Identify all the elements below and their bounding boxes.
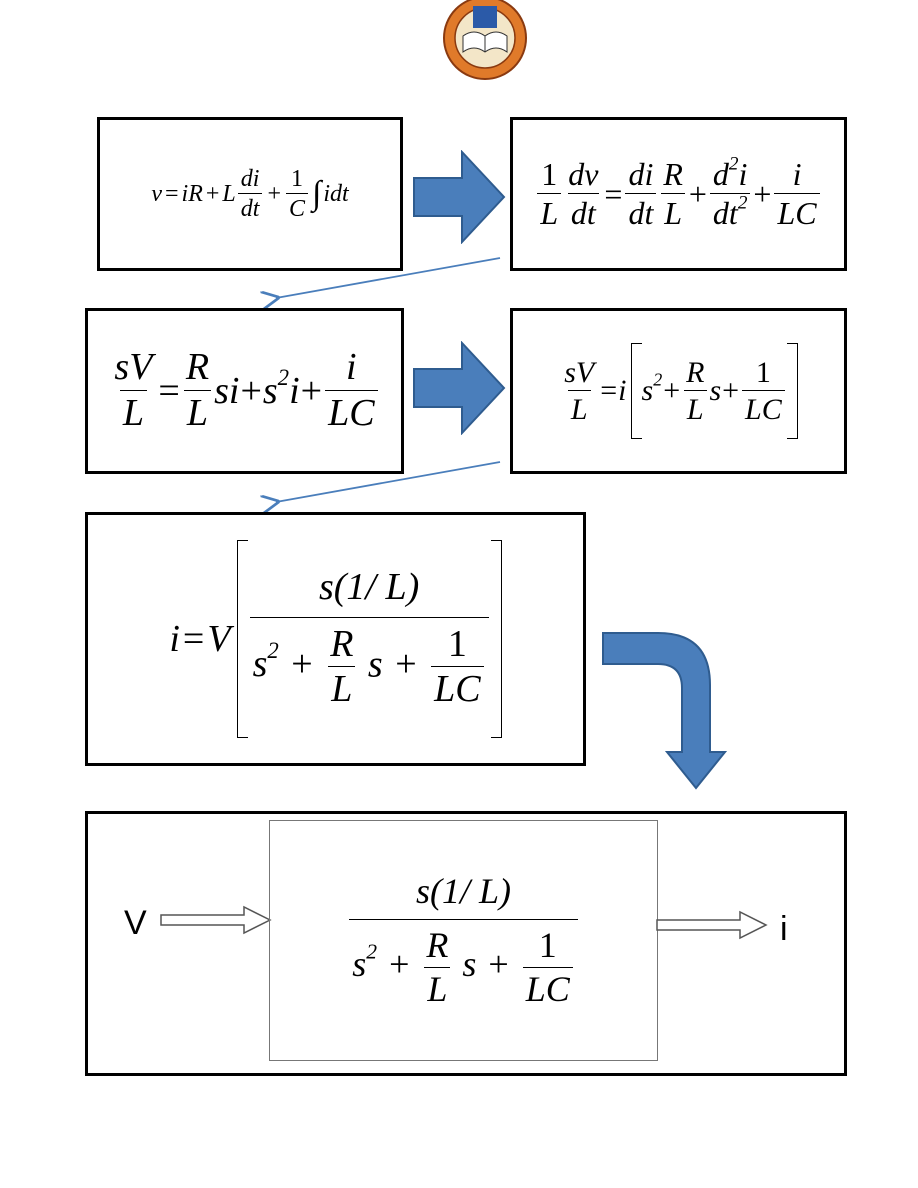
left-bracket-large — [236, 540, 248, 738]
var-v: v — [151, 180, 162, 207]
var-i: i — [181, 180, 189, 207]
term-s: s — [709, 374, 722, 407]
output-arrow-icon — [656, 910, 768, 940]
right-bracket — [786, 343, 798, 439]
university-logo — [441, 0, 529, 80]
term-s2: s2 — [641, 369, 663, 407]
var-i-result: i — [169, 618, 180, 660]
right-bracket-large — [490, 540, 502, 738]
integral-sign: ∫ — [312, 175, 322, 212]
term-s2i: s2i — [262, 364, 300, 412]
arrow-right-icon — [413, 150, 506, 244]
input-arrow-icon — [160, 905, 272, 935]
left-bracket — [630, 343, 642, 439]
output-label-i: i — [780, 910, 788, 948]
var-idt: idt — [323, 180, 349, 207]
var-L: L — [222, 180, 236, 207]
input-label-V: V — [124, 904, 147, 942]
term-si: si — [214, 370, 240, 412]
var-V: V — [207, 618, 231, 660]
var-i-factor: i — [618, 374, 627, 407]
bent-arrow-down-icon — [602, 632, 728, 790]
arrow-right-icon — [413, 341, 506, 435]
var-R: R — [188, 180, 203, 207]
